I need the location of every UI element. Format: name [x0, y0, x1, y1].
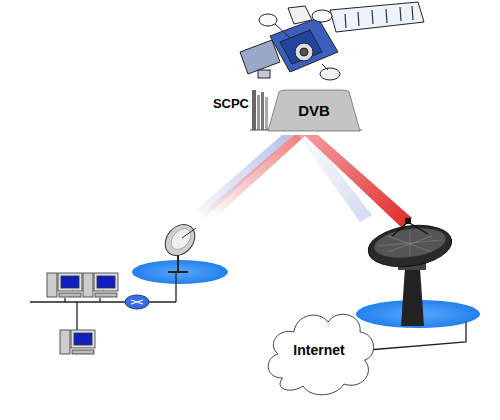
scpc-carriers [250, 90, 362, 130]
internet-cloud: Internet [262, 300, 376, 400]
node-text: DVB [298, 102, 330, 119]
lan [30, 272, 176, 330]
small-dish [132, 219, 228, 284]
beams [196, 135, 412, 228]
big-dish [356, 218, 480, 328]
node-text: Internet [293, 342, 344, 358]
satellite [240, 2, 424, 80]
dvb-band: DVB [268, 90, 360, 131]
router [125, 295, 149, 309]
computers [47, 273, 118, 354]
link-wire [368, 322, 466, 350]
band-label: SCPC [213, 96, 249, 111]
